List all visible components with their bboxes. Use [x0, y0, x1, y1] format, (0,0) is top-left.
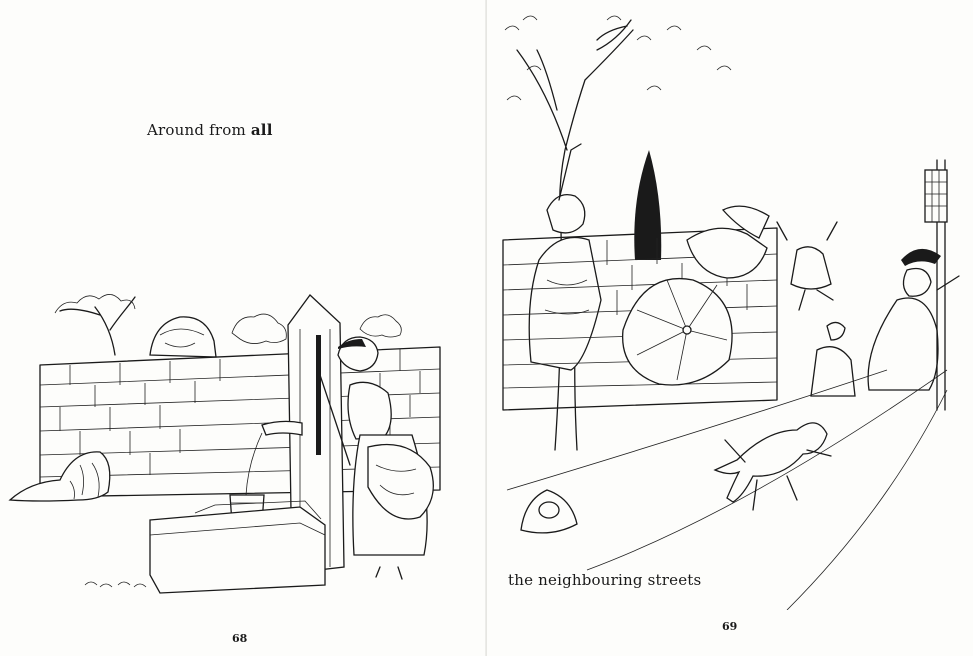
right-page-number: 69	[722, 620, 738, 633]
right-page: the neighbouring streets 69	[487, 0, 973, 656]
running-child	[776, 221, 838, 311]
left-caption-bold-word: all	[250, 121, 273, 139]
girl-pumping-water	[337, 336, 434, 580]
left-caption-text: Around from	[147, 121, 246, 139]
street-commotion-illustration	[502, 15, 960, 610]
tree	[504, 15, 732, 451]
cypress-tree	[634, 150, 662, 260]
dropped-hat	[520, 489, 578, 534]
house-window	[924, 159, 948, 411]
left-caption: Around from all	[147, 121, 273, 139]
book-gutter	[485, 0, 488, 656]
left-page: Around from all	[0, 0, 486, 656]
resting-dog	[8, 451, 111, 502]
old-woman-peeking	[149, 316, 217, 358]
road-edge	[506, 369, 948, 610]
man-falling-over-wall	[686, 205, 770, 279]
well-pump-illustration	[8, 294, 441, 594]
umbrella	[622, 278, 733, 386]
background-tree-left	[54, 294, 136, 356]
left-page-number: 68	[232, 632, 248, 645]
right-caption: the neighbouring streets	[508, 571, 702, 589]
man-climbing-tree	[528, 143, 602, 371]
water-pump	[245, 294, 351, 574]
stone-trough	[149, 500, 326, 594]
small-girl-running	[810, 321, 856, 397]
cobblestones	[84, 581, 147, 588]
running-woman	[867, 248, 960, 391]
background-tree-right	[231, 313, 402, 344]
running-dog	[713, 422, 832, 511]
